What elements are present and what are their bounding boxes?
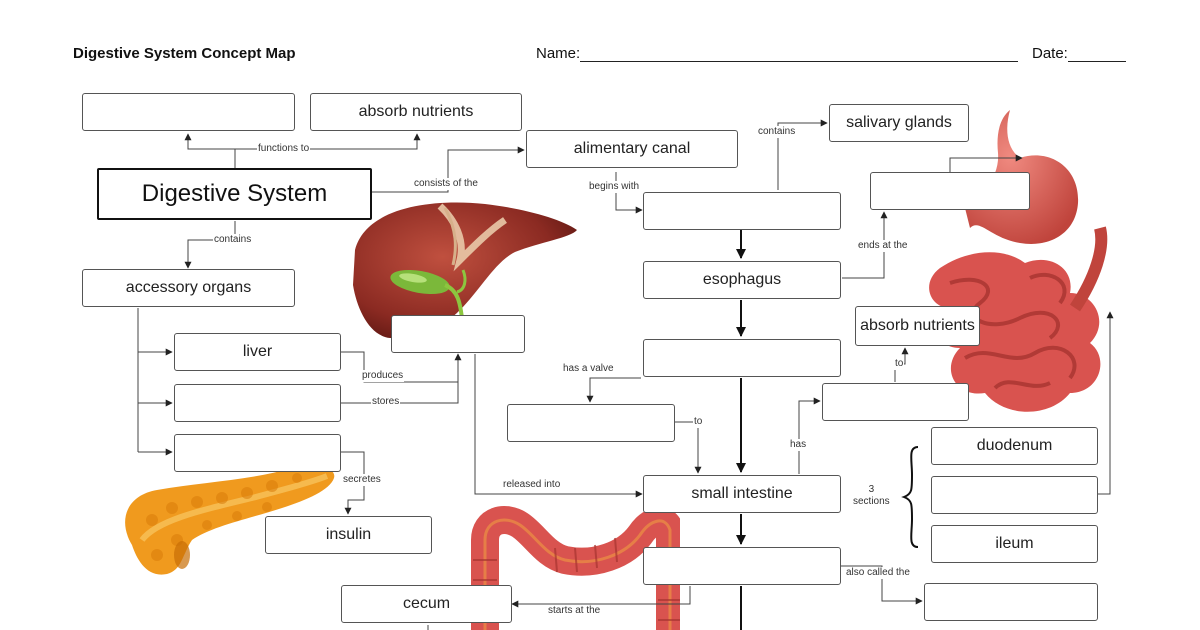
date-blank-line[interactable]	[1067, 47, 1126, 62]
link-starts-at-the: starts at the	[547, 605, 602, 617]
page-title: Digestive System Concept Map	[73, 45, 296, 62]
liver-box: liver	[174, 333, 341, 371]
link-released-into: released into	[502, 479, 562, 491]
stores-blank-box[interactable]	[174, 384, 341, 422]
stomach-chain-blank-box[interactable]	[643, 339, 841, 377]
link-contains-left: contains	[213, 234, 253, 246]
link-has-a-valve: has a valve	[562, 363, 615, 375]
villi-blank-box[interactable]	[822, 383, 969, 421]
link-secretes: secretes	[342, 474, 382, 486]
date-field[interactable]: Date:	[1032, 45, 1126, 62]
insulin-box: insulin	[265, 516, 432, 554]
stomach-blank-box[interactable]	[870, 172, 1030, 210]
functions-blank-box[interactable]	[82, 93, 295, 131]
name-field[interactable]: Name:	[536, 45, 1019, 62]
link-consists-of-the: consists of the	[413, 178, 479, 190]
pancreas-illustration	[125, 465, 335, 575]
mouth-blank-box[interactable]	[643, 192, 841, 230]
link-contains-top: contains	[757, 126, 797, 138]
link-begins-with: begins with	[588, 181, 641, 193]
cecum-box: cecum	[341, 585, 512, 623]
alimentary-canal-box: alimentary canal	[526, 130, 738, 168]
absorb-nutrients-box: absorb nutrients	[310, 93, 522, 131]
salivary-glands-box: salivary glands	[829, 104, 969, 142]
name-label: Name:	[536, 45, 581, 62]
link-produces: produces	[361, 370, 405, 382]
link-to-valve: to	[693, 416, 704, 428]
digestive-system-box: Digestive System	[97, 168, 372, 220]
link-functions-to: functions to	[257, 143, 311, 155]
link-also-called-the: also called the	[845, 567, 911, 579]
link-three-sections: 3 sections	[853, 484, 890, 507]
link-to-absorb: to	[894, 358, 905, 370]
valve-blank-box[interactable]	[507, 404, 675, 442]
absorb-nutrients-right-box: absorb nutrients	[855, 306, 980, 346]
large-intestine-blank-box[interactable]	[643, 547, 841, 585]
link-stores: stores	[371, 396, 401, 408]
link-ends-at-the: ends at the	[857, 240, 909, 252]
small-intestine-box: small intestine	[643, 475, 841, 513]
link-has: has	[789, 439, 808, 451]
jejunum-blank-box[interactable]	[931, 476, 1098, 514]
date-label: Date:	[1032, 45, 1068, 62]
duodenum-box: duodenum	[931, 427, 1098, 465]
esophagus-box: esophagus	[643, 261, 841, 299]
accessory-organs-box: accessory organs	[82, 269, 295, 307]
bile-blank-box[interactable]	[391, 315, 525, 353]
pancreas-blank-box[interactable]	[174, 434, 341, 472]
colon-blank-box[interactable]	[924, 583, 1098, 621]
name-blank-line[interactable]	[580, 47, 1019, 62]
ileum-box: ileum	[931, 525, 1098, 563]
liver-illustration	[353, 202, 577, 339]
